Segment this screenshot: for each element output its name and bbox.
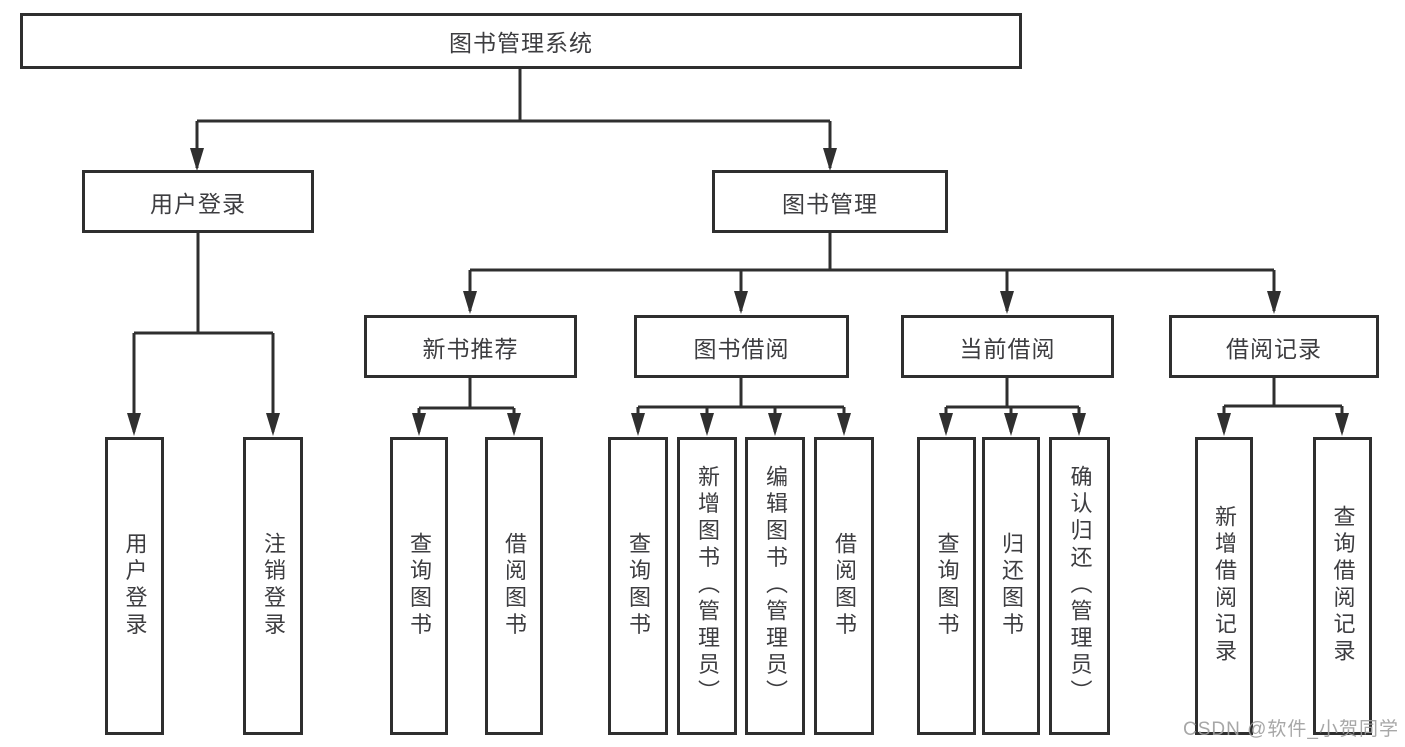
- node-label: 新增图书（管理员）: [695, 465, 720, 707]
- arrow-down-icon: [734, 291, 748, 314]
- leaf-add-borrow-record: 新增借阅记录: [1195, 437, 1253, 735]
- node-label: 用户登录: [150, 190, 246, 217]
- node-label: 当前借阅: [959, 335, 1056, 362]
- leaf-borrow-books-recommend: 借阅图书: [485, 437, 543, 735]
- arrow-down-icon: [700, 413, 714, 436]
- arrow-down-icon: [507, 413, 521, 436]
- arrow-down-icon: [412, 413, 426, 436]
- arrow-down-icon: [190, 148, 204, 171]
- leaf-return-book: 归还图书: [982, 437, 1040, 735]
- arrow-down-icon: [939, 413, 953, 436]
- node-book-borrowing: 图书借阅: [634, 315, 849, 378]
- node-library-management-system: 图书管理系统: [20, 13, 1022, 69]
- node-new-book-recommendation: 新书推荐: [364, 315, 577, 378]
- node-label: 新增借阅记录: [1212, 505, 1237, 667]
- arrow-down-icon: [127, 413, 141, 436]
- node-label: 图书借阅: [693, 335, 790, 362]
- node-label: 借阅记录: [1226, 335, 1322, 362]
- arrow-down-icon: [1000, 291, 1014, 314]
- node-current-borrowing: 当前借阅: [901, 315, 1114, 378]
- arrow-down-icon: [823, 148, 837, 171]
- arrow-down-icon: [631, 413, 645, 436]
- leaf-borrow-books: 借阅图书: [814, 437, 874, 735]
- node-label: 归还图书: [999, 532, 1024, 640]
- node-label: 查询图书: [626, 532, 651, 640]
- leaf-add-book-admin: 新增图书（管理员）: [677, 437, 737, 735]
- arrow-down-icon: [1335, 413, 1349, 436]
- leaf-logout: 注销登录: [243, 437, 303, 735]
- node-label: 查询借阅记录: [1330, 505, 1356, 667]
- leaf-edit-book-admin: 编辑图书（管理员）: [745, 437, 805, 735]
- node-borrowing-records: 借阅记录: [1169, 315, 1379, 378]
- watermark: CSDN @软件_小贺同学: [1183, 719, 1399, 740]
- arrow-down-icon: [837, 413, 851, 436]
- arrowheads: [127, 148, 1349, 436]
- arrow-down-icon: [1217, 413, 1231, 436]
- node-label: 新书推荐: [422, 335, 519, 362]
- leaf-query-books-current: 查询图书: [917, 437, 976, 735]
- arrow-down-icon: [1004, 413, 1018, 436]
- node-user-login: 用户登录: [82, 170, 314, 233]
- node-label: 查询图书: [407, 532, 432, 640]
- leaf-query-books-borrow: 查询图书: [608, 437, 668, 735]
- node-book-management: 图书管理: [712, 170, 948, 233]
- arrow-down-icon: [1072, 413, 1086, 436]
- leaf-user-login: 用户登录: [105, 437, 164, 735]
- arrow-down-icon: [266, 413, 280, 436]
- leaf-confirm-return-admin: 确认归还（管理员）: [1049, 437, 1110, 735]
- leaf-query-books-recommend: 查询图书: [390, 437, 448, 735]
- leaf-query-borrow-record: 查询借阅记录: [1313, 437, 1372, 735]
- node-label: 用户登录: [122, 532, 148, 640]
- node-label: 借阅图书: [502, 532, 527, 640]
- arrow-down-icon: [1267, 291, 1281, 314]
- node-label: 查询图书: [934, 532, 960, 640]
- node-label: 注销登录: [261, 532, 286, 640]
- node-label: 图书管理: [782, 190, 878, 217]
- node-label: 编辑图书（管理员）: [763, 465, 788, 707]
- arrow-down-icon: [463, 291, 477, 314]
- node-label: 确认归还（管理员）: [1067, 465, 1093, 707]
- node-label: 图书管理系统: [449, 30, 593, 56]
- node-label: 借阅图书: [832, 532, 857, 640]
- arrow-down-icon: [768, 413, 782, 436]
